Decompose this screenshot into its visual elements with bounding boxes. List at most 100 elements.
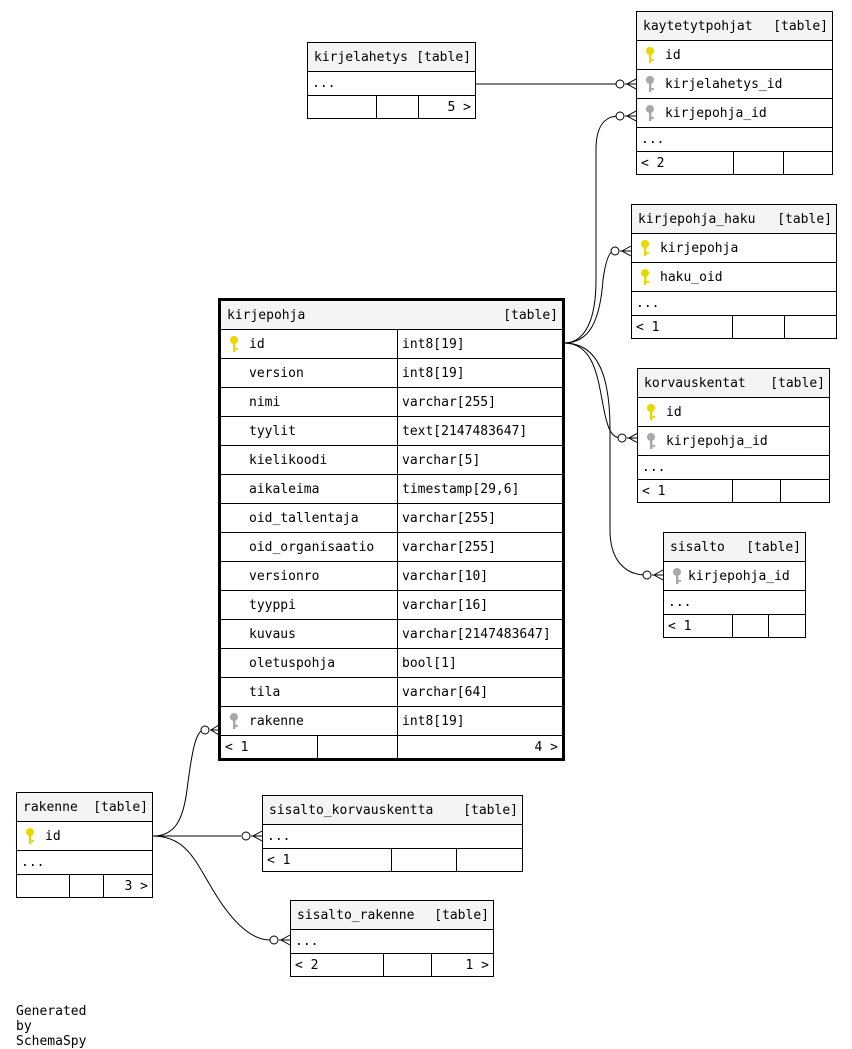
table-name: sisalto_rakenne <box>297 907 415 923</box>
edge-kirjepohja-korvauskentat <box>563 342 639 444</box>
column-name: rakenne <box>249 713 304 729</box>
column-name: kirjepohja_id <box>665 105 767 121</box>
footer-children: 5 > <box>418 96 475 118</box>
more-columns: ... <box>308 72 475 96</box>
footer-children <box>783 152 832 174</box>
table-kaytetytpohjat[interactable]: kaytetytpohjat [table] id kirjelahetys_i… <box>636 11 833 175</box>
footer-rows <box>317 736 397 758</box>
table-sisalto-rakenne[interactable]: sisalto_rakenne [table] ... < 2 1 > <box>290 900 494 977</box>
column-type: int8[19] <box>397 707 562 735</box>
table-rakenne[interactable]: rakenne [table] id ... 3 > <box>16 792 153 898</box>
column-name: kielikoodi <box>249 452 328 468</box>
column-type: int8[19] <box>397 330 562 358</box>
table-kind: [table] <box>503 307 558 323</box>
table-header: kirjelahetys [table] <box>308 43 475 72</box>
column-row: kirjepohja_id <box>637 99 832 128</box>
footer-children <box>784 316 836 338</box>
footer-rows <box>732 316 784 338</box>
foreign-key-icon <box>647 433 655 449</box>
column-name: kirjepohja_id <box>666 433 768 449</box>
column-row: haku_oid <box>632 263 836 292</box>
table-kind: [table] <box>463 802 518 818</box>
primary-key-icon <box>646 47 654 63</box>
footer-rows <box>391 849 456 871</box>
footer-parents: < 1 <box>636 319 660 335</box>
table-kind: [table] <box>416 49 471 65</box>
table-header: rakenne [table] <box>17 793 152 822</box>
footer-children: 4 > <box>397 736 562 758</box>
column-name: id <box>45 828 61 844</box>
table-header: sisalto_rakenne [table] <box>291 901 493 930</box>
column-type: varchar[255] <box>397 504 562 532</box>
table-name: kaytetytpohjat <box>643 18 753 34</box>
column-name: tyyppi <box>249 597 296 613</box>
table-header: kirjepohja_haku [table] <box>632 205 836 234</box>
foreign-key-icon <box>646 105 654 121</box>
footer-children <box>768 615 805 637</box>
column-name: nimi <box>249 394 281 410</box>
foreign-key-icon <box>673 568 681 584</box>
edge-kirjepohja-sisalto <box>563 342 664 581</box>
column-name: oid_organisaatio <box>249 539 375 555</box>
table-header: kaytetytpohjat [table] <box>637 12 832 41</box>
table-korvauskentat[interactable]: korvauskentat [table] id kirjepohja_id .… <box>637 368 830 503</box>
footer-parents: < 2 <box>641 155 665 171</box>
footer-parents <box>17 875 69 897</box>
table-footer: < 2 1 > <box>291 954 493 976</box>
foreign-key-icon <box>646 76 654 92</box>
footer-rows <box>383 954 431 976</box>
primary-key-icon <box>230 336 238 352</box>
footer-parents: < 1 <box>642 483 666 499</box>
column-row: tyyppi varchar[16] <box>221 591 562 620</box>
table-header: korvauskentat [table] <box>638 369 829 398</box>
table-sisalto-korvauskentta[interactable]: sisalto_korvauskentta [table] ... < 1 <box>262 795 523 872</box>
column-name: oletuspohja <box>249 655 336 671</box>
table-name: sisalto_korvauskentta <box>269 802 434 818</box>
edge-kirjepohja-kirjepohja-haku <box>563 245 632 344</box>
table-kirjepohja-haku[interactable]: kirjepohja_haku [table] kirjepohja haku_… <box>631 204 837 339</box>
column-type: bool[1] <box>397 649 562 677</box>
primary-key-icon <box>647 404 655 420</box>
foreign-key-icon <box>230 713 238 729</box>
footer-parents: < 1 <box>668 618 692 634</box>
column-type: varchar[255] <box>397 533 562 561</box>
table-sisalto[interactable]: sisalto [table] kirjepohja_id ... < 1 <box>663 532 806 638</box>
column-name: tila <box>249 684 281 700</box>
more-columns: ... <box>664 591 805 615</box>
table-footer: < 1 <box>263 849 522 871</box>
column-name: haku_oid <box>660 269 723 285</box>
edge-kirjepohja-kaytetytpohjat <box>563 110 637 344</box>
table-kirjelahetys[interactable]: kirjelahetys [table] ... 5 > <box>307 42 476 119</box>
column-name: id <box>665 47 681 63</box>
column-type: varchar[5] <box>397 446 562 474</box>
column-type: varchar[16] <box>397 591 562 619</box>
table-name: kirjelahetys <box>314 49 408 65</box>
table-name: kirjepohja_haku <box>638 211 756 227</box>
footer-parents <box>308 96 376 118</box>
table-kind: [table] <box>777 211 832 227</box>
edge-kirjelahetys-kaytetytpohjat <box>476 78 637 90</box>
column-type: int8[19] <box>397 359 562 387</box>
table-name: sisalto <box>670 539 725 555</box>
edge-rakenne-kirjepohja <box>152 724 220 837</box>
footer-rows <box>732 480 780 502</box>
table-kind: [table] <box>434 907 489 923</box>
column-row: kirjepohja_id <box>664 562 805 591</box>
footer-children <box>456 849 522 871</box>
more-columns: ... <box>637 128 832 152</box>
more-columns: ... <box>638 456 829 480</box>
column-name: kirjepohja_id <box>688 568 790 584</box>
table-name: rakenne <box>23 799 78 815</box>
footer-rows <box>376 96 418 118</box>
table-name: korvauskentat <box>644 375 746 391</box>
footer-rows <box>733 152 783 174</box>
